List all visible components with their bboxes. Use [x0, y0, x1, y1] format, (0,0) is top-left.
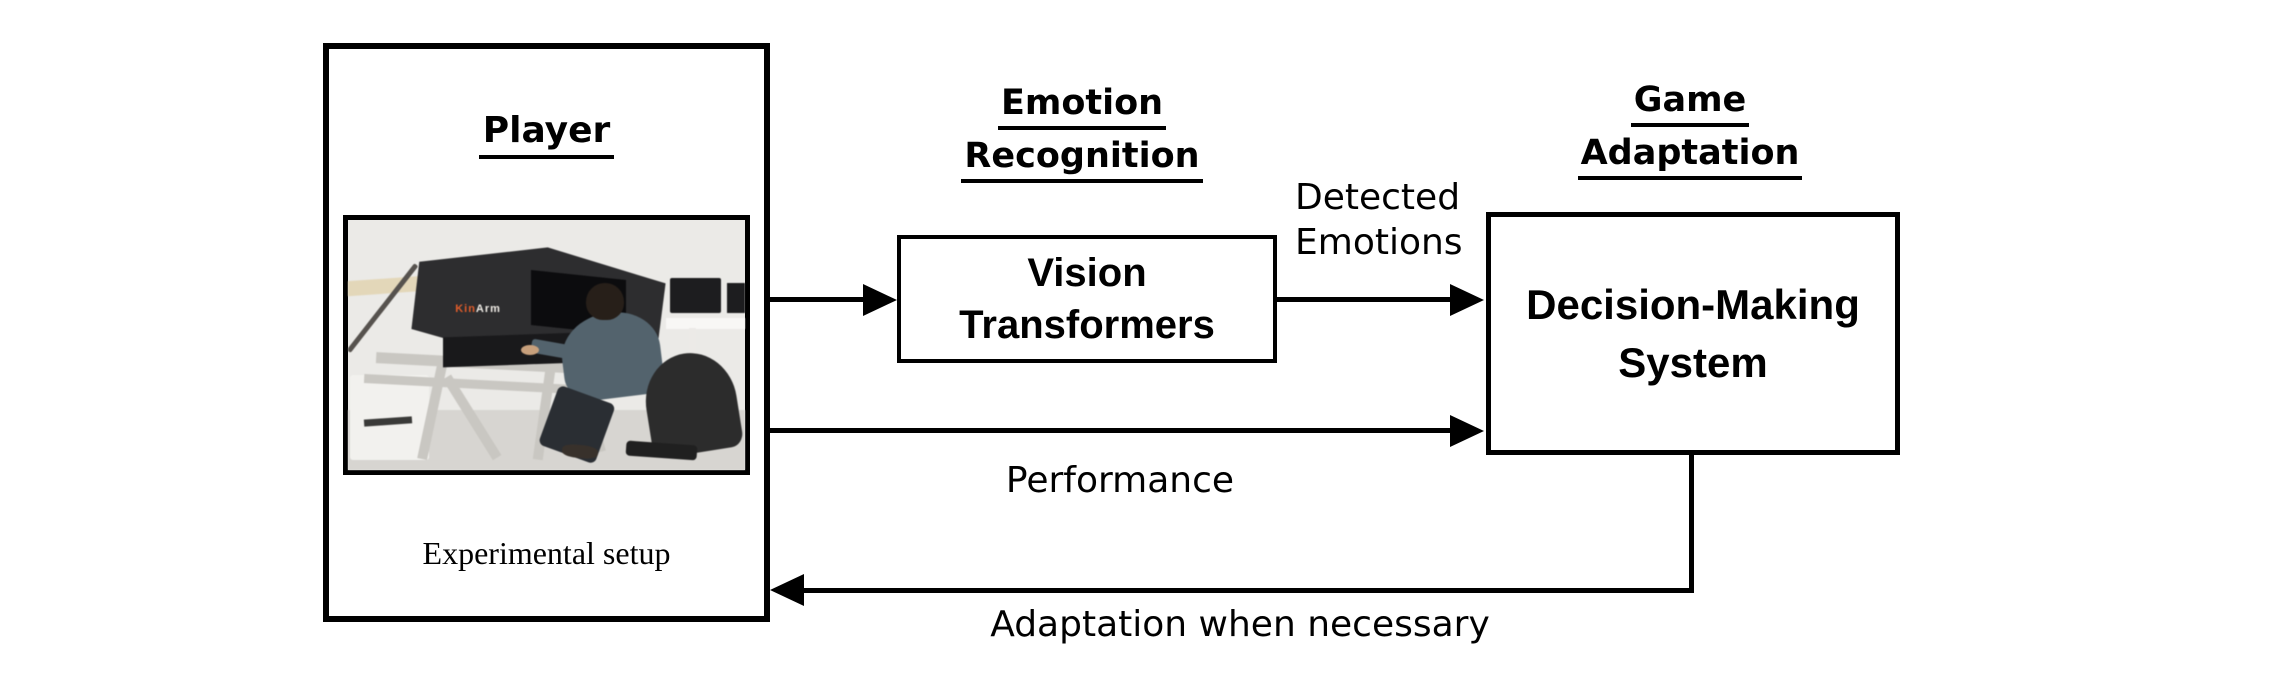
decision-making-label-line1: Decision-Making — [1526, 280, 1860, 328]
heading-line: Adaptation — [1490, 127, 1890, 180]
vision-transformers-label-line1: Vision — [1027, 251, 1147, 295]
background-desk — [665, 317, 745, 329]
decision-making-label-line2: System — [1618, 338, 1768, 386]
heading-line: Recognition — [882, 130, 1282, 183]
label-adaptation-when-necessary: Adaptation when necessary — [990, 604, 1490, 645]
arrow-player-to-vision-transformers — [768, 297, 868, 302]
arrowhead-right-icon — [1450, 415, 1484, 447]
vision-transformers-box: Vision Transformers — [897, 235, 1277, 363]
heading-line: Emotion — [882, 77, 1282, 130]
feedback-line-vertical — [1689, 452, 1694, 593]
person-hand — [520, 345, 539, 355]
kinarm-logo-arm: Arm — [475, 302, 501, 315]
arrowhead-right-icon — [863, 284, 897, 316]
heading-game-adaptation: Game Adaptation — [1490, 74, 1890, 180]
player-title-text: Player — [478, 110, 615, 159]
background-monitor — [669, 277, 722, 313]
person-head — [586, 282, 624, 320]
label-detected-line1: Detected — [1295, 177, 1461, 218]
player-title: Player — [329, 110, 764, 159]
background-monitor — [727, 282, 745, 313]
kinarm-logo-kin: Kin — [455, 302, 476, 315]
arrowhead-right-icon — [1450, 284, 1484, 316]
photo-cable — [348, 262, 418, 353]
photo-caption: Experimental setup — [422, 535, 671, 571]
photo-scene: KinArm — [348, 220, 745, 470]
label-detected-line2: Emotions — [1295, 222, 1463, 263]
arrowhead-left-icon — [770, 574, 804, 606]
decision-making-system-box: Decision-Making System — [1486, 212, 1900, 455]
arrow-detected-emotions — [1277, 297, 1452, 302]
heading-line: Game — [1490, 74, 1890, 127]
kinarm-logo: KinArm — [455, 303, 501, 315]
arrow-performance — [768, 428, 1452, 433]
experimental-setup-photo: KinArm — [343, 215, 750, 475]
heading-emotion-recognition: Emotion Recognition — [882, 77, 1282, 183]
label-detected-emotions: Detected Emotions — [1295, 175, 1535, 265]
label-performance: Performance — [1005, 460, 1235, 501]
arrow-adaptation-feedback — [800, 588, 1694, 593]
vision-transformers-label-line2: Transformers — [959, 303, 1215, 347]
player-box: Player — [323, 43, 770, 622]
